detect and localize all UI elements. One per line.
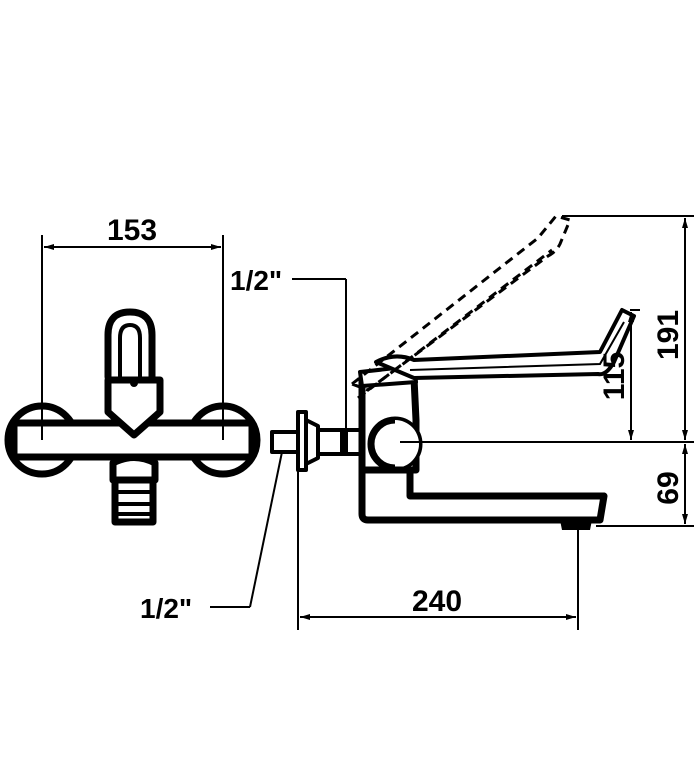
lever-front-inner xyxy=(118,323,142,377)
aerator-side xyxy=(560,520,592,530)
rosette-side-cap xyxy=(304,418,320,466)
cartridge-housing-front xyxy=(104,376,164,439)
lever-raised-dashed-inner xyxy=(357,248,553,400)
dim-191-label: 191 xyxy=(652,310,685,360)
thread-label-top: 1/2" xyxy=(230,265,282,296)
connector-nut xyxy=(340,432,348,452)
lever-front xyxy=(104,308,156,381)
leader-bottom-diagonal xyxy=(249,451,283,608)
front-view: 153 xyxy=(4,214,261,526)
spout-side xyxy=(358,466,608,524)
mixer-body-front xyxy=(10,419,256,461)
dim-240-label: 240 xyxy=(412,585,462,618)
lever-raised-dashed xyxy=(348,214,573,392)
side-view: 1/2" 1/2" 240 115 191 69 xyxy=(140,214,694,630)
body-half-circle-fill xyxy=(395,420,419,468)
lever-side-inner xyxy=(409,321,625,371)
dim-115-label: 115 xyxy=(598,352,631,400)
thread-label-bottom: 1/2" xyxy=(140,593,192,624)
dim-69-label: 69 xyxy=(652,471,685,504)
housing-dot xyxy=(130,379,138,387)
dim-153-label: 153 xyxy=(107,214,157,247)
lever-side xyxy=(374,308,636,380)
